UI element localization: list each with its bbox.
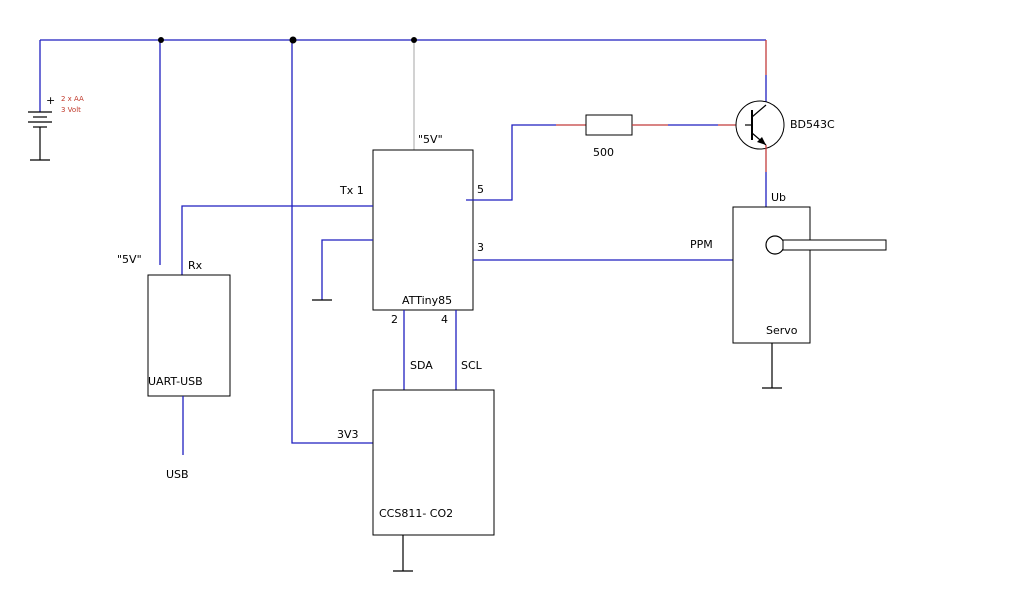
junction-dot-3 [411,37,417,43]
attiny85-pin3-label: 3 [477,241,484,254]
transistor-body [735,100,785,150]
attiny85-pin2-label: 2 [391,313,398,326]
usb-label: USB [166,468,189,481]
ccs811-name-label: CCS811- CO2 [379,507,453,520]
uart-usb-name-label: UART-USB [148,375,203,388]
servo-ub-label: Ub [771,191,786,204]
attiny85-pin5-label: 5 [477,183,484,196]
uart-rx-label: Rx [188,259,203,272]
attiny85-pin4-label: 4 [441,313,448,326]
servo-name-label: Servo [766,324,798,337]
servo-body [732,206,811,344]
battery-symbol: + 2 x AA 3 Volt [28,94,84,161]
resistor-value-label: 500 [593,146,614,159]
servo-horn-arm [782,239,887,251]
battery-label-2: 3 Volt [61,106,81,114]
uart-usb-component: "5V" Rx UART-USB [117,253,231,397]
tx-rx-wire [181,205,373,275]
junction-dot-2 [289,36,297,44]
servo-ppm-label: PPM [690,238,713,251]
servo-component: Ub PPM Servo [690,191,887,344]
ccs811-body [372,389,495,536]
power-rail [39,36,767,444]
attiny85-body [372,149,474,311]
attiny85-name-label: ATTiny85 [402,294,452,307]
attiny-ground-wire [321,239,373,300]
ccs811-scl-label: SCL [461,359,483,372]
uart-usb-body [147,274,231,397]
transistor-component: BD543C [735,100,835,150]
ccs811-sda-label: SDA [410,359,433,372]
resistor-body [585,114,633,136]
attiny85-5v-label: "5V" [418,133,443,146]
transistor-name-label: BD543C [790,118,835,131]
ccs811-component: SDA SCL 3V3 CCS811- CO2 [337,359,495,536]
resistor-component: 500 [585,114,633,159]
attiny85-chip: "5V" Tx 1 5 3 2 4 ATTiny85 [339,133,484,326]
ccs811-3v3-wire [291,40,373,444]
ccs811-3v3-label: 3V3 [337,428,359,441]
uart-5v-label: "5V" [117,253,142,266]
battery-plus-label: + [46,94,55,107]
junction-dot-1 [158,37,164,43]
pin5-wire [466,124,556,201]
attiny85-tx-pin-label: Tx 1 [339,184,364,197]
battery-label-1: 2 x AA [61,95,84,103]
